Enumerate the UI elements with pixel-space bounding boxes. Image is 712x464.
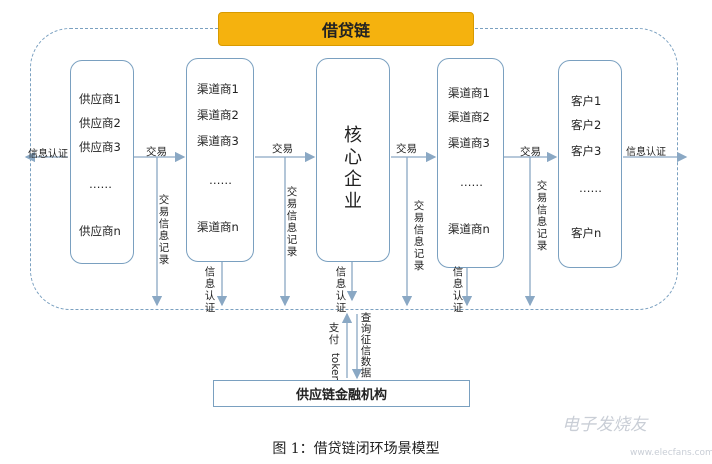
customer-item: 客户2 <box>571 118 602 132</box>
channel-item: 渠道商3 <box>448 136 490 150</box>
channels-right-column: 渠道商1 渠道商2 渠道商3 …… 渠道商n <box>437 58 504 268</box>
supplier-item: 供应商3 <box>79 140 121 154</box>
suppliers-column: 供应商1 供应商2 供应商3 …… 供应商n <box>70 60 134 264</box>
customer-item: 客户3 <box>571 144 602 158</box>
info-auth-left-label: 信息认证 <box>28 149 68 160</box>
customer-item: 客户n <box>571 226 602 240</box>
channel-item: 渠道商n <box>448 222 490 236</box>
channel-item: 渠道商n <box>197 220 239 234</box>
trade-label: 交易 <box>520 146 541 158</box>
core-label: 核 <box>344 125 362 146</box>
channels-left-column: 渠道商1 渠道商2 渠道商3 …… 渠道商n <box>186 58 254 262</box>
watermark-logo: 电子发烧友 <box>562 415 647 435</box>
core-label: 心 <box>344 147 362 168</box>
figure-caption: 图 1：借贷链闭环场景模型 <box>272 441 440 457</box>
ellipsis: …… <box>89 177 112 191</box>
watermark-url: www.elecfans.com <box>630 448 712 458</box>
ellipsis: …… <box>460 175 483 189</box>
trade-label: 交易 <box>272 143 293 155</box>
core-label: 业 <box>344 191 362 212</box>
channel-item: 渠道商3 <box>197 134 239 148</box>
channel-item: 渠道商2 <box>448 110 490 124</box>
customer-item: 客户1 <box>571 94 602 108</box>
ellipsis: …… <box>579 181 602 195</box>
info-auth-right-label: 信息认证 <box>626 147 666 158</box>
channel-item: 渠道商1 <box>448 86 490 100</box>
trade-label: 交易 <box>146 146 167 158</box>
supplier-item: 供应商2 <box>79 116 121 130</box>
loan-chain-title: 借贷链 <box>218 12 474 46</box>
channel-item: 渠道商1 <box>197 82 239 96</box>
channel-item: 渠道商2 <box>197 108 239 122</box>
supply-chain-finance-institution: 供应链金融机构 <box>213 380 470 407</box>
core-label: 企 <box>344 169 362 190</box>
core-enterprise: 核 心 企 业 <box>316 58 390 262</box>
supplier-item: 供应商n <box>79 224 121 238</box>
trade-label: 交易 <box>396 143 417 155</box>
supplier-item: 供应商1 <box>79 92 121 106</box>
ellipsis: …… <box>209 173 232 187</box>
customers-column: 客户1 客户2 客户3 …… 客户n <box>558 60 622 268</box>
